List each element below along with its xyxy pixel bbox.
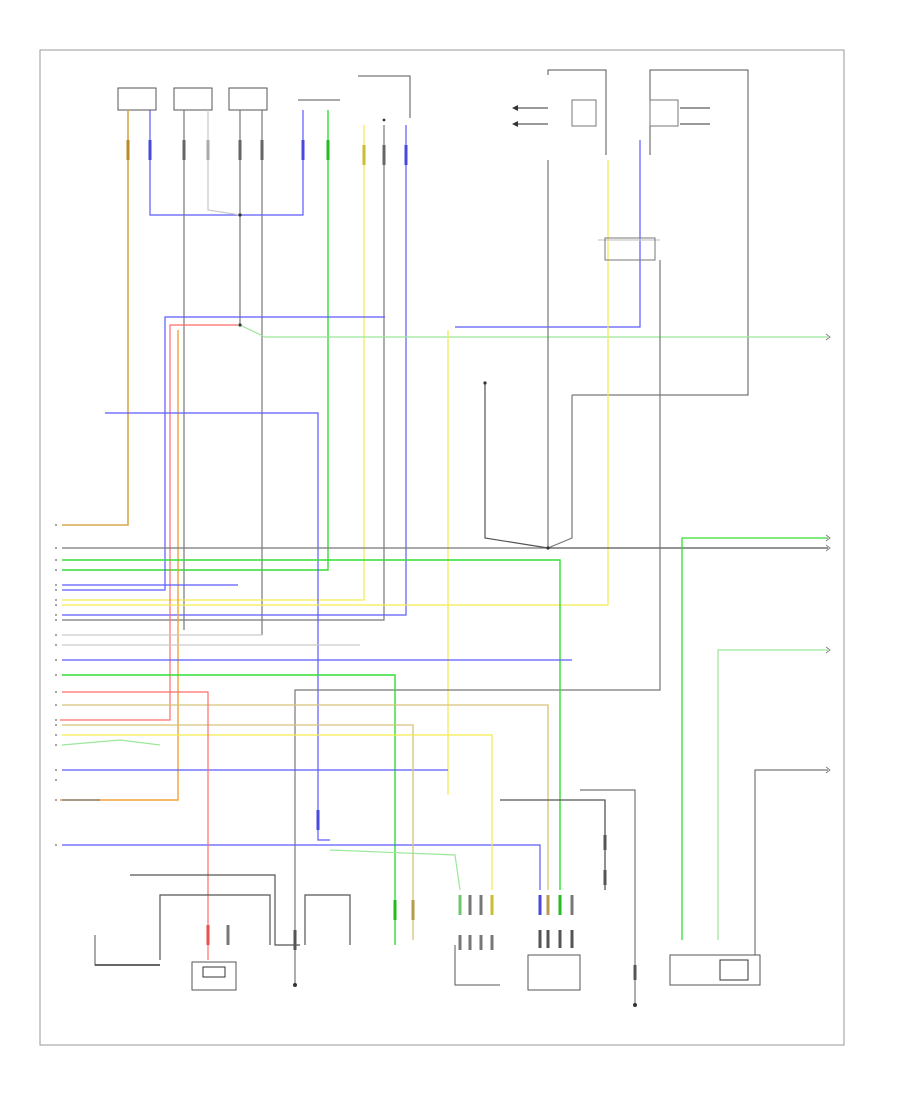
- wire-blue-1: [149, 110, 240, 216]
- wire-blue-2: [240, 110, 304, 216]
- wire-red-1: [60, 324, 238, 721]
- wire-yellow-4: [62, 734, 493, 890]
- wire-blue-3: [62, 125, 407, 616]
- wire-gray-7: [547, 395, 573, 549]
- comp-5-bracket: [454, 945, 500, 986]
- wire-blue-5: [455, 140, 641, 328]
- relay-coil: [604, 237, 656, 261]
- wire-gray-16: [580, 789, 636, 1005]
- comp-8-inner: [719, 959, 749, 981]
- wire-gray-14: [754, 769, 828, 955]
- relay-contact-left: [571, 99, 597, 127]
- wire-blue-4: [62, 316, 385, 591]
- sensor-box-3: [228, 87, 268, 111]
- wire-red-2: [62, 691, 209, 960]
- wire-tan-2: [62, 704, 549, 890]
- wire-yellow-2: [62, 160, 609, 606]
- relay-contact-right: [649, 99, 679, 127]
- wire-tan-1: [62, 110, 129, 526]
- wire-blue-10: [62, 844, 541, 890]
- diagram-frame: [39, 49, 845, 1046]
- wire-gray-5: [62, 125, 385, 621]
- bottom-components: [94, 935, 761, 991]
- wire-orange-1: [60, 330, 179, 801]
- relay-group: [512, 69, 749, 396]
- sensor-box-1: [117, 87, 157, 111]
- wire-green-2: [62, 559, 561, 890]
- relay-box-right: [572, 69, 749, 396]
- wire-green-4: [681, 537, 828, 940]
- wire-green-1: [62, 110, 329, 571]
- comp-1-bracket: [94, 935, 160, 966]
- comp-2-inner: [202, 966, 226, 978]
- relay-box-left: [547, 69, 607, 155]
- connector-stubs-bottom: [206, 810, 637, 980]
- wire-yellow-1: [62, 125, 365, 601]
- sensor-bracket-5: [358, 75, 411, 118]
- wire-lightgreen-3: [717, 649, 828, 940]
- wire-gray-17: [159, 894, 271, 960]
- wire-set: [60, 110, 828, 1005]
- wire-lightgreen-4: [329, 849, 461, 891]
- comp-2-box: [191, 961, 237, 991]
- wire-gray-6: [62, 160, 549, 549]
- wire-gray-15: [500, 799, 606, 890]
- wire-gray-9: [294, 260, 661, 985]
- left-connector-pins: [55, 524, 57, 846]
- wire-gray-2: [207, 110, 241, 216]
- wire-blue-6: [105, 412, 330, 841]
- sensor-box-2: [173, 87, 213, 111]
- comp-8-box: [669, 954, 761, 986]
- comp-6-box: [527, 954, 581, 991]
- top-sensor-group: [117, 75, 411, 118]
- wire-gray-18: [130, 874, 300, 946]
- wire-green-3: [62, 674, 396, 945]
- wire-tan-3: [62, 724, 414, 940]
- wire-lightgreen-1: [239, 324, 828, 338]
- splice-points: [238, 118, 637, 1007]
- wire-lightgreen-2: [61, 739, 161, 746]
- connector-stubs-top: [126, 140, 408, 165]
- wire-gray-19: [304, 894, 351, 945]
- wire-gray-8: [484, 383, 828, 549]
- ref-arrows: [825, 333, 831, 774]
